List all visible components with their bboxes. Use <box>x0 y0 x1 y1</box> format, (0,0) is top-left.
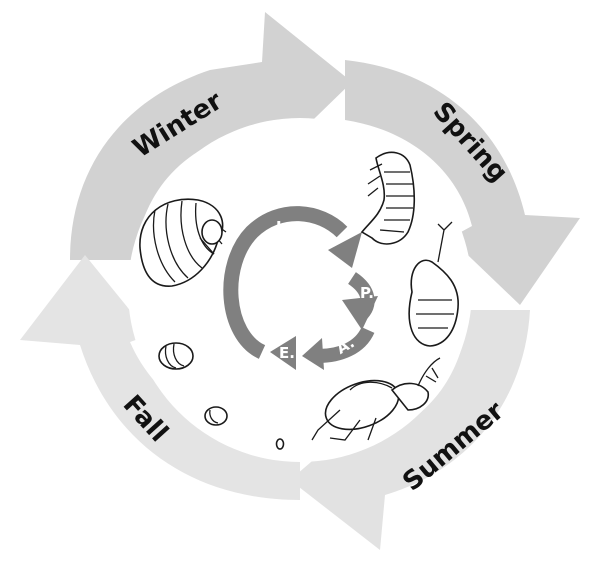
stage-label-pupa: P. <box>360 284 374 302</box>
grub-small-illustration <box>205 407 227 425</box>
stage-label-larva: L. <box>276 218 291 236</box>
egg-illustration <box>277 439 284 449</box>
stage-label-egg: E. <box>279 344 295 362</box>
grub-medium-illustration <box>159 343 193 369</box>
season-ring <box>20 12 580 550</box>
